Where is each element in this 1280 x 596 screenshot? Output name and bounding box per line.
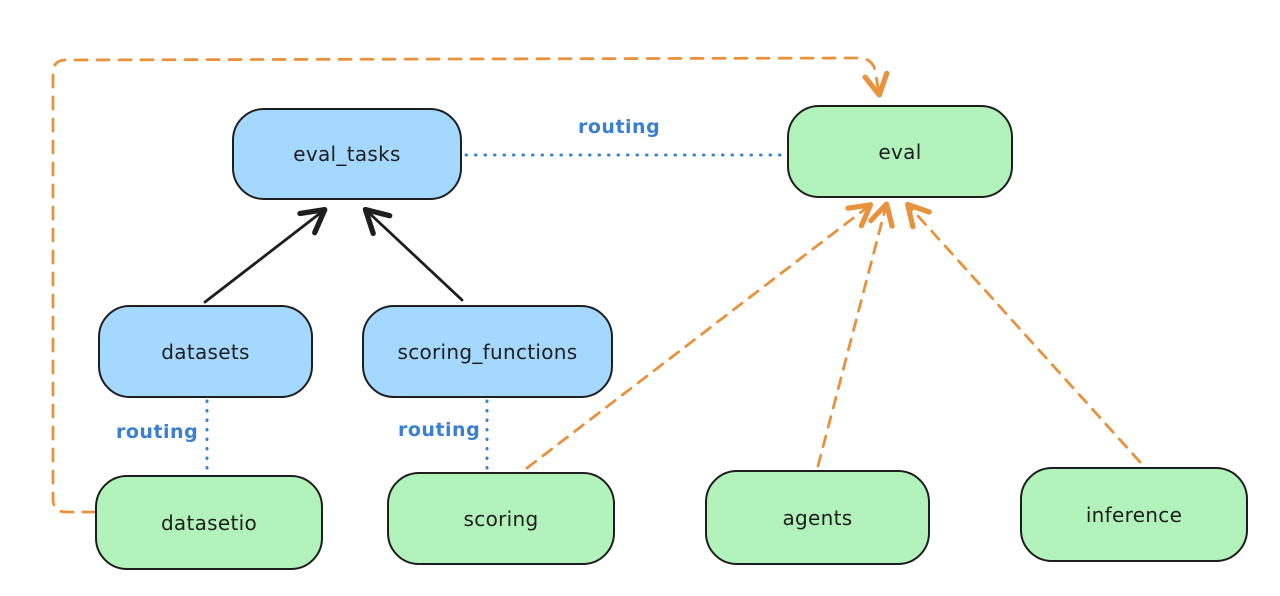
edge-label-routing-eval-tasks-eval: routing — [578, 116, 661, 138]
edge-label-routing-scoring-functions-scoring: routing — [398, 419, 481, 441]
node-inference-label: inference — [1085, 502, 1183, 527]
edge-label-routing-datasets-datasetio: routing — [116, 421, 199, 443]
edge-datasetio-to-eval — [51, 56, 890, 514]
edge-scoring-functions-to-eval-tasks — [362, 206, 464, 302]
node-datasetio: datasetio — [95, 475, 323, 570]
node-eval-label: eval — [878, 139, 922, 164]
node-datasetio-label: datasetio — [160, 510, 258, 535]
node-eval: eval — [787, 105, 1013, 198]
node-scoring-functions-label: scoring_functions — [397, 339, 578, 364]
node-scoring-functions: scoring_functions — [362, 305, 613, 398]
edge-datasets-to-eval-tasks — [203, 207, 328, 304]
node-agents-label: agents — [782, 505, 853, 530]
node-datasets-label: datasets — [161, 339, 250, 364]
node-datasets: datasets — [98, 305, 313, 398]
node-eval-tasks-label: eval_tasks — [293, 142, 401, 166]
node-eval-tasks: eval_tasks — [232, 108, 462, 200]
edge-inference-to-eval — [905, 201, 1142, 464]
node-inference: inference — [1020, 467, 1248, 562]
node-scoring: scoring — [387, 472, 615, 565]
node-scoring-label: scoring — [463, 506, 539, 531]
edge-scoring-to-eval — [525, 202, 874, 470]
edge-agents-to-eval — [816, 201, 895, 468]
node-agents: agents — [705, 470, 930, 565]
